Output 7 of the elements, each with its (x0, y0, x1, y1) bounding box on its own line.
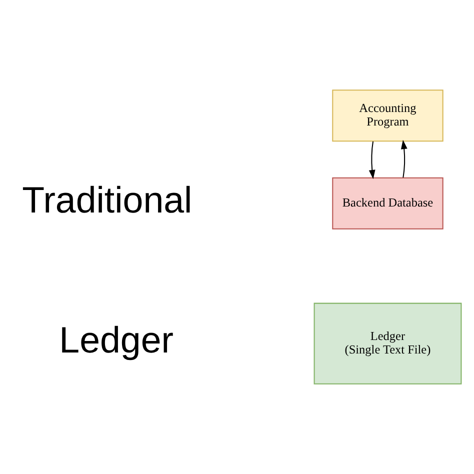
node-box: Backend Database (332, 177, 444, 230)
label: Ledger (59, 320, 174, 361)
arrow (400, 140, 408, 178)
node-box: Ledger (Single Text File) (314, 302, 462, 384)
arrow (368, 141, 376, 180)
label: Traditional (22, 179, 192, 220)
node-box: Accounting Program (332, 90, 444, 142)
